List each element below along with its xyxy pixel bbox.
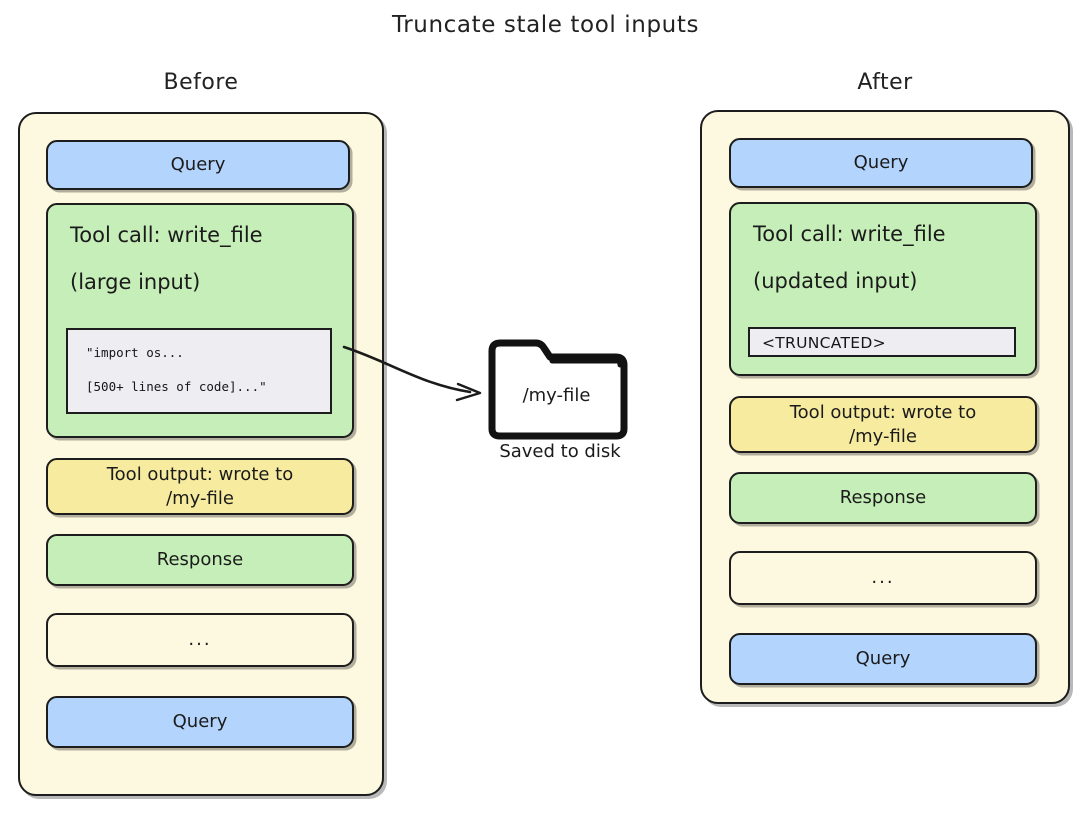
- message-label: Response: [839, 487, 927, 509]
- code-line-1: "import os...: [86, 345, 184, 360]
- after-message-response[interactable]: Response: [729, 472, 1037, 524]
- tool-call-name: Tool call: write_file: [70, 223, 263, 247]
- before-message-query-top[interactable]: Query: [46, 140, 350, 190]
- message-label: Tool output: wrote to/my-file: [789, 402, 977, 447]
- folder-caption-label: Saved to disk: [499, 441, 621, 462]
- column-heading-before: Before: [163, 70, 239, 95]
- after-message-tool-output[interactable]: Tool output: wrote to/my-file: [729, 396, 1037, 453]
- tool-call-input-note: (large input): [70, 270, 201, 294]
- ellipsis-label: ...: [188, 629, 212, 651]
- tool-call-name: Tool call: write_file: [753, 222, 946, 246]
- before-message-response[interactable]: Response: [46, 534, 354, 586]
- message-label: Query: [172, 711, 228, 733]
- column-heading-after: After: [857, 70, 913, 95]
- before-message-ellipsis[interactable]: ...: [46, 613, 354, 667]
- after-message-ellipsis[interactable]: ...: [729, 551, 1037, 605]
- truncated-label: <TRUNCATED>: [762, 334, 886, 352]
- code-line-2: [500+ lines of code]...": [86, 378, 267, 394]
- message-label: Query: [855, 648, 911, 670]
- message-label: Query: [853, 152, 909, 174]
- after-truncated-panel: <TRUNCATED>: [748, 327, 1016, 357]
- connector-arrow: [342, 345, 482, 402]
- before-message-tool-output[interactable]: Tool output: wrote to/my-file: [46, 458, 354, 515]
- tool-call-input-note: (updated input): [753, 269, 918, 293]
- folder-icon: [488, 339, 628, 440]
- after-message-query-top[interactable]: Query: [729, 138, 1033, 188]
- message-label: Tool output: wrote to/my-file: [106, 464, 294, 509]
- ellipsis-label: ...: [871, 567, 895, 589]
- before-message-query-bottom[interactable]: Query: [46, 696, 354, 748]
- folder-icon-group: /my-file: [484, 333, 634, 463]
- message-label: Query: [170, 154, 226, 176]
- diagram-title: Truncate stale tool inputs: [391, 12, 700, 38]
- after-message-query-bottom[interactable]: Query: [729, 633, 1037, 685]
- message-label: Response: [156, 549, 244, 571]
- before-code-snippet-panel: "import os... [500+ lines of code]...": [66, 328, 332, 414]
- folder-name-label: /my-file: [522, 385, 591, 406]
